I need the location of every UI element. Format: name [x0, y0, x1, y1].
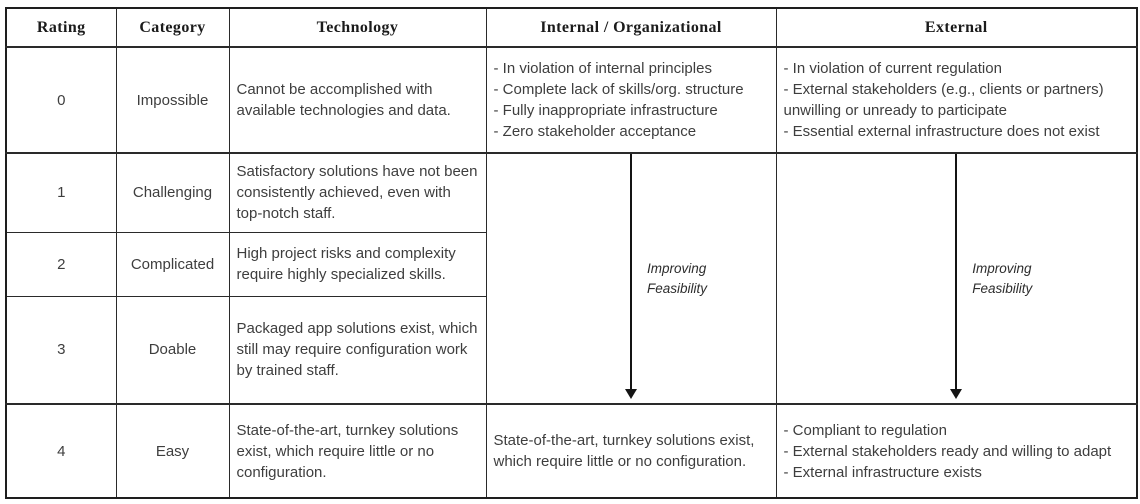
header-internal-organizational: Internal / Organizational [485, 7, 777, 48]
table-row-rating-3: 3 Doable Packaged app solutions exist, w… [5, 295, 1137, 405]
table-row-rating-1: 1 Challenging Satisfactory solutions hav… [5, 152, 1138, 405]
improving-feasibility-label: Improving Feasibility [647, 260, 708, 296]
feasibility-rating-table: Rating Category Technology Internal / Or… [5, 7, 1138, 499]
category-cell: Doable [115, 295, 230, 405]
technology-cell: Satisfactory solutions have not been con… [228, 152, 487, 233]
technology-cell: State-of-the-art, turnkey solutions exis… [228, 403, 487, 499]
header-rating: Rating [5, 7, 117, 48]
table-row-rating-2: 2 Complicated High project risks and com… [5, 231, 1137, 297]
header-technology: Technology [228, 7, 487, 48]
category-cell: Complicated [115, 231, 230, 297]
rating-cell: 1 [5, 152, 117, 233]
external-cell: - Compliant to regulation - External sta… [775, 403, 1138, 499]
arrow-down-icon [625, 389, 637, 399]
category-cell: Easy [115, 403, 230, 499]
improving-feasibility-label: Improving Feasibility [972, 260, 1033, 296]
header-row: Rating Category Technology Internal / Or… [5, 7, 1138, 48]
technology-cell: Packaged app solutions exist, which stil… [228, 295, 487, 405]
technology-cell: Cannot be accomplished with available te… [228, 46, 487, 154]
technology-cell: High project risks and complexity requir… [228, 231, 487, 297]
table-row-rating-4: 4 Easy State-of-the-art, turnkey solutio… [5, 403, 1138, 499]
external-cell: - In violation of current regulation - E… [775, 46, 1138, 154]
internal-cell: - In violation of internal principles - … [485, 46, 777, 154]
header-category: Category [115, 7, 230, 48]
category-cell: Impossible [115, 46, 230, 154]
external-improving-feasibility-cell: Improving Feasibility [775, 152, 1138, 405]
internal-cell: State-of-the-art, turnkey solutions exis… [485, 403, 777, 499]
header-external: External [775, 7, 1138, 48]
arrow-down-icon [955, 154, 958, 391]
rating-cell: 0 [5, 46, 117, 154]
arrow-down-icon [630, 154, 632, 391]
rating-cell: 4 [5, 403, 117, 499]
category-cell: Challenging [115, 152, 230, 233]
rating-cell: 3 [5, 295, 117, 405]
table-row-rating-0: 0 Impossible Cannot be accomplished with… [5, 46, 1138, 154]
internal-improving-feasibility-cell: Improving Feasibility [485, 152, 777, 405]
arrow-down-icon [950, 389, 963, 399]
rating-cell: 2 [5, 231, 117, 297]
